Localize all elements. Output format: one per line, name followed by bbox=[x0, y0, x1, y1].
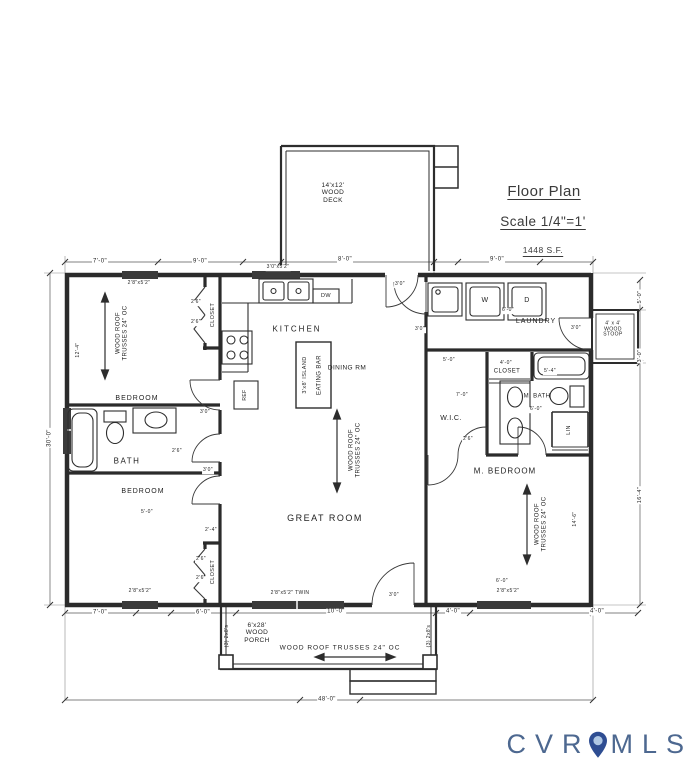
plan-title: Floor Plan bbox=[507, 183, 581, 200]
watermark-text-right: MLS bbox=[610, 729, 693, 759]
laundry-sink bbox=[427, 282, 463, 317]
toilet bbox=[103, 410, 127, 445]
master-bath-fixtures bbox=[499, 352, 590, 445]
master-vanity bbox=[499, 380, 531, 445]
porch-post-left bbox=[218, 654, 234, 670]
bedroom1-window bbox=[122, 271, 158, 279]
washer bbox=[465, 282, 505, 321]
closet2-bifold-doors bbox=[193, 548, 206, 600]
deck-door bbox=[385, 274, 419, 308]
vanity-sink bbox=[132, 407, 177, 434]
closet1-bifold-doors bbox=[193, 286, 206, 344]
bedroom1-door bbox=[189, 379, 221, 411]
dimension-lines bbox=[44, 256, 646, 704]
porch-post-right bbox=[422, 654, 438, 670]
bedroom2-window bbox=[122, 601, 158, 609]
wic-door bbox=[457, 426, 487, 456]
front-door bbox=[371, 562, 415, 606]
porch-steps bbox=[349, 668, 437, 695]
kitchen-window bbox=[252, 271, 300, 279]
stove bbox=[221, 330, 253, 365]
deck-steps bbox=[433, 145, 459, 189]
bath-window bbox=[63, 408, 71, 454]
refrigerator bbox=[233, 380, 259, 410]
master-closet-bypass-doors bbox=[489, 378, 530, 384]
stoop-door bbox=[558, 317, 592, 351]
laundry-door bbox=[393, 281, 427, 315]
master-bedroom-door bbox=[427, 454, 459, 486]
laundry-fixtures bbox=[427, 282, 547, 321]
map-pin-icon bbox=[589, 731, 608, 758]
wood-stoop bbox=[591, 309, 639, 364]
linen-door bbox=[552, 446, 588, 451]
plan-area: 1448 S.F. bbox=[522, 245, 564, 255]
watermark-text-left: CVR bbox=[506, 729, 591, 759]
dryer bbox=[507, 282, 547, 321]
plan-scale: Scale 1/4"=1' bbox=[500, 214, 586, 229]
bedroom2-door bbox=[191, 475, 221, 505]
wood-deck bbox=[279, 144, 459, 271]
hall-bath-fixtures bbox=[67, 407, 177, 472]
dishwasher bbox=[312, 288, 340, 304]
master-toilet bbox=[549, 385, 585, 408]
kitchen-island bbox=[295, 341, 332, 409]
great-room-twin-window bbox=[252, 601, 344, 609]
truss-arrows bbox=[100, 291, 532, 662]
windows bbox=[63, 271, 531, 609]
master-bedroom-window bbox=[477, 601, 531, 609]
bath-door bbox=[191, 433, 221, 463]
master-bathtub bbox=[533, 352, 590, 380]
kitchen-sink bbox=[258, 278, 314, 304]
wood-porch bbox=[218, 607, 438, 695]
cvr-mls-watermark: CVR MLS bbox=[506, 729, 693, 760]
bathtub bbox=[67, 408, 98, 472]
interior-walls bbox=[67, 275, 591, 605]
kitchen-fixtures bbox=[221, 278, 353, 410]
exterior-walls bbox=[64, 272, 594, 608]
